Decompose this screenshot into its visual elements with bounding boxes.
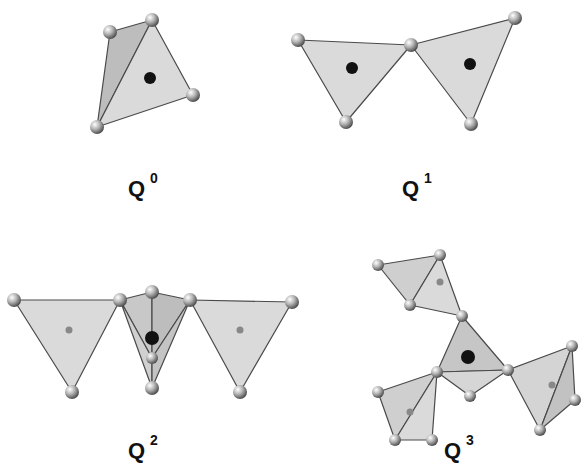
q-letter: Q [444,440,461,462]
q-letter: Q [402,178,419,200]
superscript-index: 1 [424,171,432,185]
superscript-index: 3 [466,433,474,447]
superscript-index: 2 [150,433,158,447]
q-letter: Q [128,440,145,462]
superscript-index: 0 [150,171,158,185]
q-letter: Q [128,178,145,200]
